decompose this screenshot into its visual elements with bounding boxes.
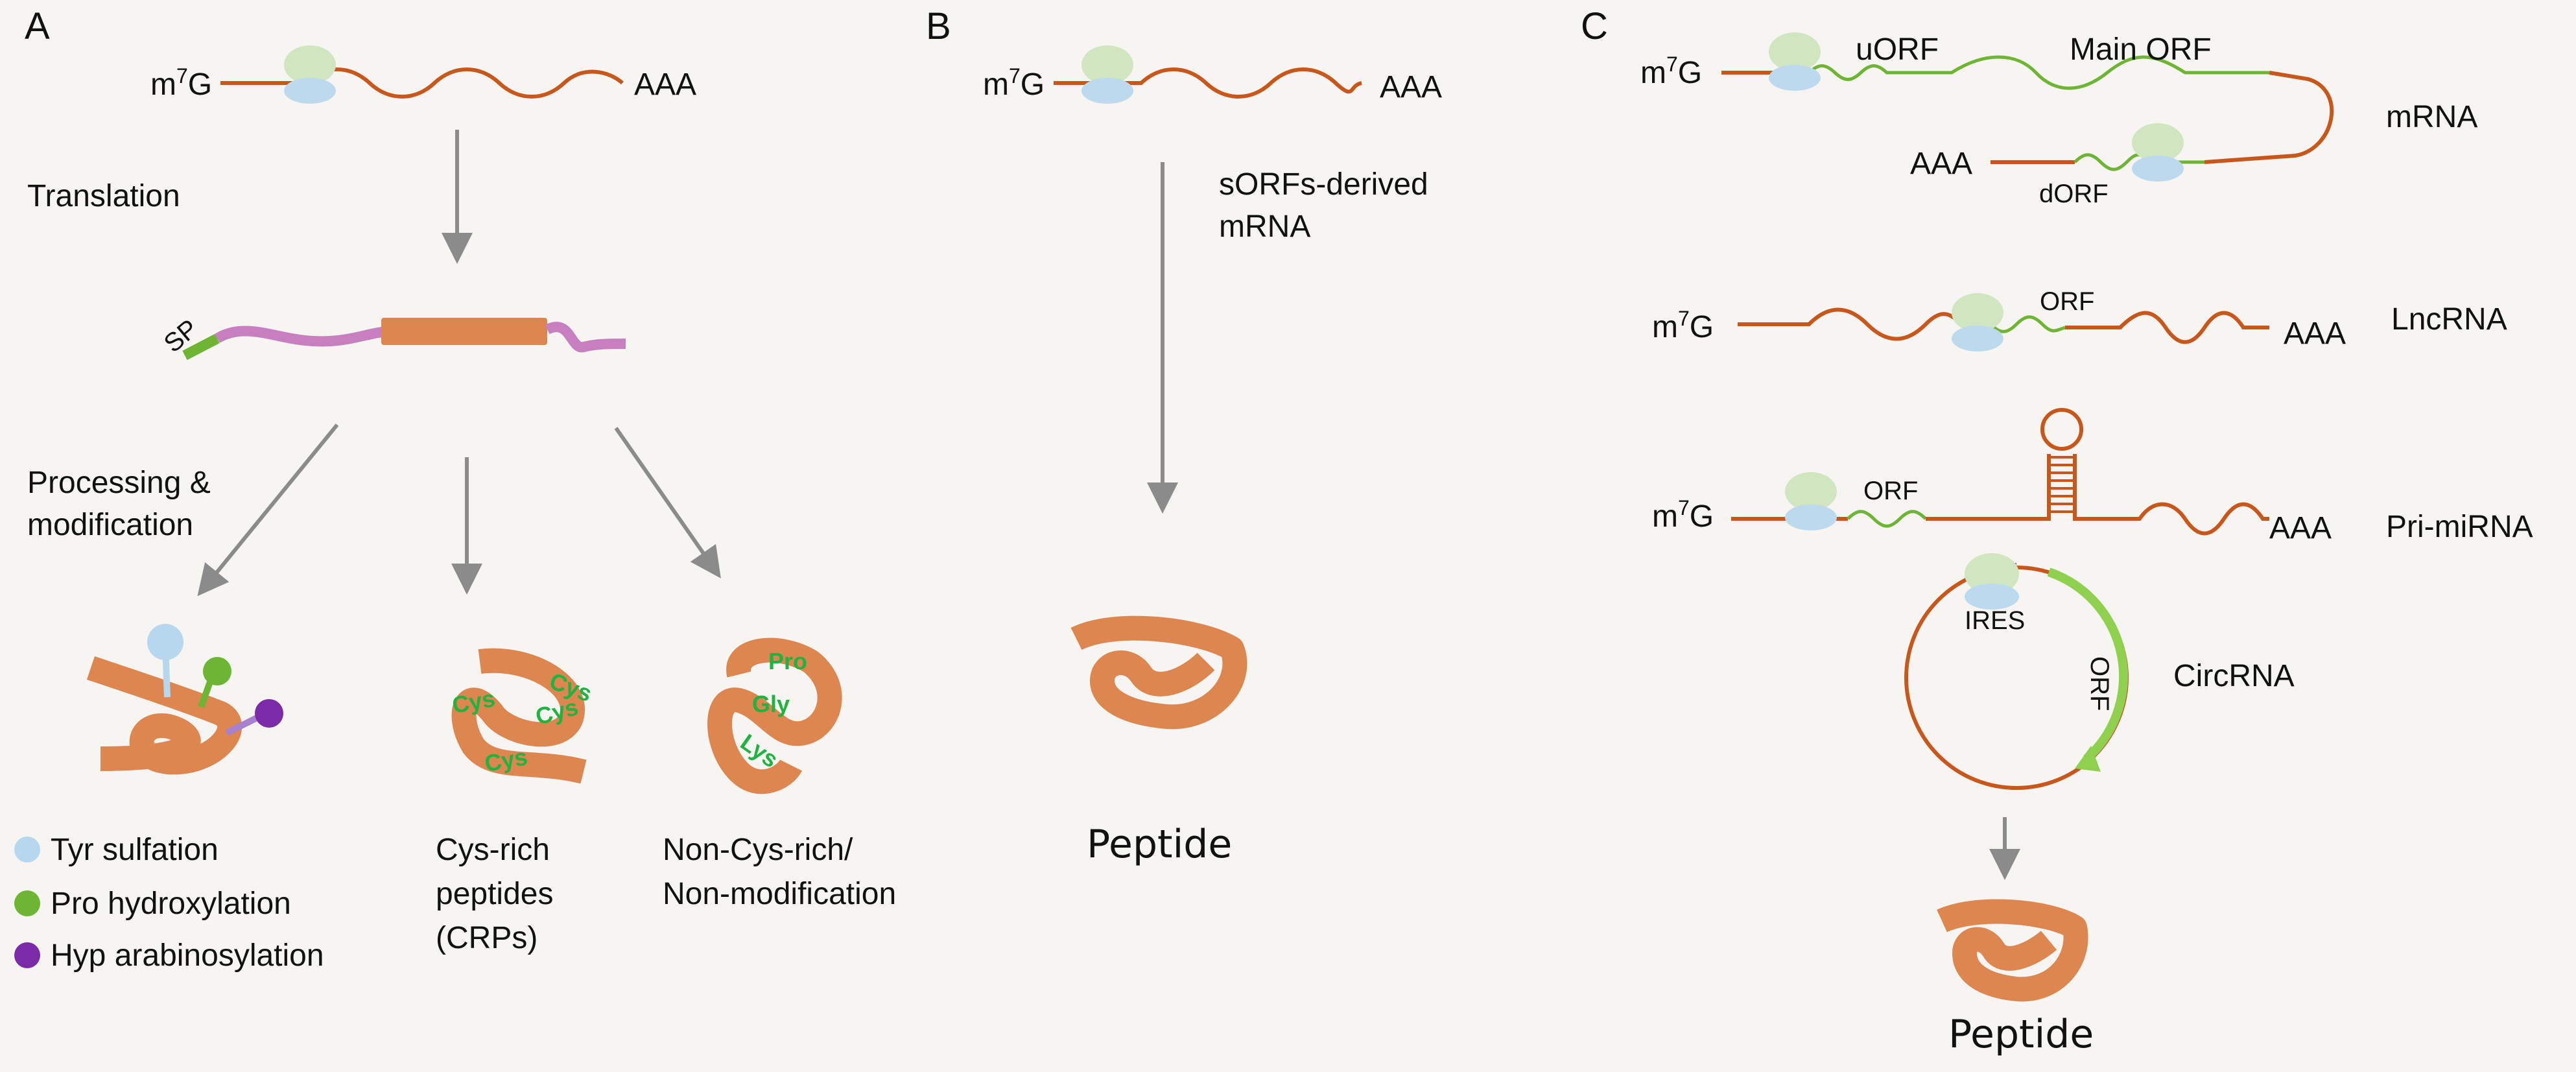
- pri-orf: [1847, 510, 1927, 528]
- mrna-strand: [220, 67, 624, 99]
- ribosome-lnc: [1952, 293, 2003, 351]
- lnc-3: [2065, 311, 2269, 344]
- rna-type-mrna: mRNA: [2386, 100, 2477, 134]
- lnc-orf-label: ORF: [2040, 287, 2094, 316]
- ribosome-uorf: [1769, 32, 1821, 91]
- non-cys-chain: [707, 637, 842, 794]
- non-cys-label-2: Non-modification: [663, 877, 896, 911]
- poly-a-tail: AAA: [634, 67, 696, 102]
- ribosome-dorf: [2132, 123, 2184, 182]
- ires-label: IRES: [1965, 606, 2025, 635]
- ribosome: [1081, 45, 1133, 104]
- pri-tail: AAA: [2269, 511, 2332, 545]
- ribosome-circ-small: [1965, 584, 2019, 610]
- processing-label-2: modification: [27, 508, 193, 542]
- non-cys-label-1: Non-Cys-rich/: [663, 833, 853, 867]
- legend-swatch-hyp: [14, 942, 40, 968]
- lnc-tail: AAA: [2284, 316, 2346, 351]
- cap-label: m7G: [1652, 496, 1714, 534]
- panel-b-letter: B: [926, 5, 951, 47]
- non-cys-peptide: Pro Gly Lys: [707, 637, 842, 794]
- mature-peptide-domain: [381, 318, 547, 345]
- panel-b: B m7G AAA sORFs-derived mRNA Peptide: [926, 5, 1442, 867]
- non-cys-residue-pro: Pro: [768, 648, 807, 674]
- ribosome-pri: [1785, 472, 1837, 530]
- c-circrna: IRES ORF CircRNA: [1904, 553, 2295, 790]
- legend-label-hyp: Hyp arabinosylation: [51, 938, 324, 973]
- panel-b-peptide-shape: [1070, 615, 1247, 730]
- processing-arrow-right: [614, 427, 721, 578]
- c-primirna: m7G ORF AAA Pri-miRNA: [1652, 408, 2533, 545]
- hairpin-loop: [2040, 408, 2083, 451]
- modified-peptide: [86, 624, 283, 775]
- panel-a-mrna: m7G AAA: [150, 45, 696, 104]
- ribosome: [284, 45, 336, 104]
- cys-rich-peptide: Cys Cys Cys Cys: [450, 648, 595, 784]
- legend-label-pro: Pro hydroxylation: [51, 887, 291, 921]
- panel-c-peptide-label: Peptide: [1948, 1012, 2094, 1057]
- modified-peptide-chain: [86, 656, 242, 775]
- main-orf-label: Main ORF: [2070, 32, 2212, 67]
- propeptide-n: [214, 326, 383, 347]
- c-mrna-orfs: [1808, 55, 2269, 90]
- mrna-strand: [1054, 67, 1362, 99]
- crp-chain: [451, 648, 587, 784]
- circ-orf-label: ORF: [2085, 656, 2114, 711]
- propeptide-c: [545, 322, 626, 353]
- cap-label: m7G: [150, 64, 212, 102]
- hairpin-stem: [2049, 456, 2075, 513]
- sorf-label-1: sORFs-derived: [1219, 167, 1428, 202]
- hyp-arabinosylation-mark: [255, 699, 283, 728]
- panel-b-mrna: m7G AAA: [983, 45, 1442, 104]
- crp-label-2: peptides: [436, 877, 553, 911]
- circ-orf-arrowhead: [2075, 746, 2101, 772]
- circ-orf-arc: [2047, 567, 2129, 763]
- pro-hydroxylation-mark: [203, 657, 231, 685]
- preproprotein: SP: [159, 314, 626, 361]
- c-mrna-tail: AAA: [1910, 147, 1972, 181]
- cap-label: m7G: [1652, 307, 1714, 344]
- panel-c-peptide-shape: [1937, 899, 2088, 1002]
- cap-label: m7G: [1640, 53, 1702, 90]
- crp-label-1: Cys-rich: [436, 833, 550, 867]
- cap-label: m7G: [983, 64, 1045, 102]
- legend-swatch-tyr: [14, 837, 40, 863]
- rna-type-circrna: CircRNA: [2173, 659, 2295, 693]
- uorf-label: uORF: [1856, 32, 1939, 67]
- processing-arrow-left: [197, 423, 339, 597]
- panel-c-letter: C: [1581, 5, 1608, 47]
- panel-a: A m7G AAA Translation SP Processing & mo…: [14, 5, 896, 973]
- legend-swatch-pro: [14, 890, 40, 916]
- sorf-label-2: mRNA: [1219, 209, 1310, 244]
- ribosome-circ-large: [1965, 553, 2019, 595]
- crp-label-3: (CRPs): [436, 921, 538, 955]
- processing-label-1: Processing &: [27, 466, 211, 500]
- poly-a-tail: AAA: [1380, 70, 1442, 104]
- c-mrna: m7G uORF Main ORF AAA dORF mRNA: [1640, 32, 2477, 208]
- pri-3: [1926, 454, 2269, 536]
- rna-type-lncrna: LncRNA: [2391, 302, 2507, 337]
- modification-legend: Tyr sulfation Pro hydroxylation Hyp arab…: [14, 833, 324, 973]
- legend-label-tyr: Tyr sulfation: [51, 833, 219, 867]
- tyr-sulfation-mark: [147, 624, 183, 660]
- signal-peptide: [182, 333, 220, 361]
- panel-b-peptide-label: Peptide: [1087, 822, 1232, 867]
- dorf-label: dORF: [2039, 180, 2109, 208]
- panel-a-letter: A: [25, 5, 50, 47]
- lnc-5: [1738, 307, 1966, 341]
- pri-orf-label: ORF: [1863, 477, 1918, 505]
- panel-c: C m7G uORF Main ORF AAA dORF mRNA m7G OR…: [1581, 5, 2533, 1057]
- non-cys-residue-gly: Gly: [752, 691, 790, 717]
- translation-label: Translation: [27, 179, 180, 213]
- rna-type-primirna: Pri-miRNA: [2386, 510, 2533, 544]
- c-mrna-loop: [2204, 71, 2334, 164]
- c-lncrna: m7G ORF AAA LncRNA: [1652, 287, 2507, 351]
